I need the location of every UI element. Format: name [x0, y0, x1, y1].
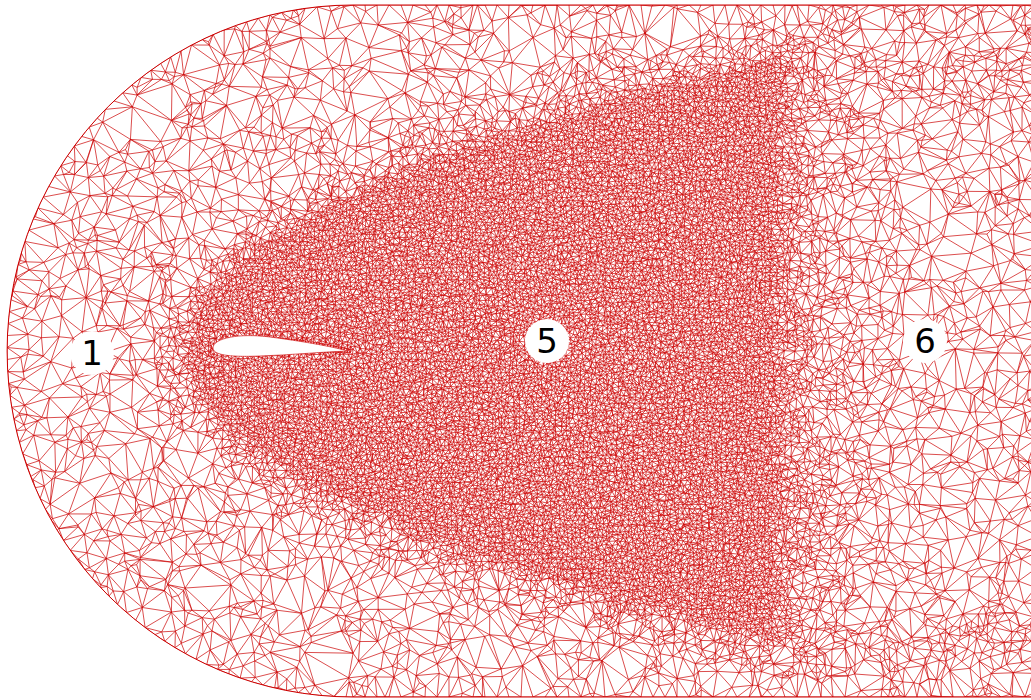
callout-number: 6: [903, 319, 947, 363]
mesh-edges: [7, 5, 1031, 697]
triangle-mesh: [7, 5, 1031, 697]
domain-boundary: [7, 5, 1031, 697]
callout-number: 5: [525, 319, 569, 363]
airfoil: [213, 336, 348, 357]
callout-number: 1: [70, 331, 114, 375]
